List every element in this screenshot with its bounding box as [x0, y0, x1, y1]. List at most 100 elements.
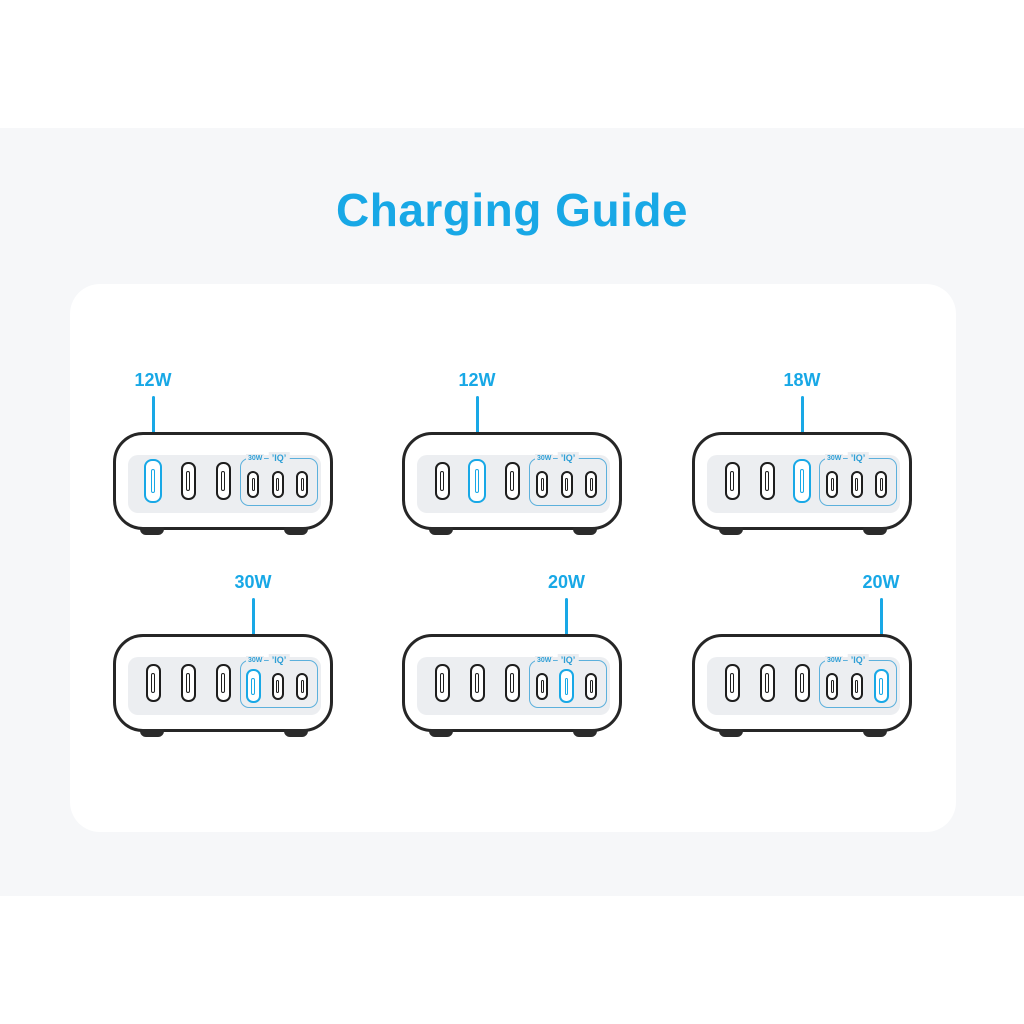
port-panel: 30W ’IQ’: [128, 452, 321, 513]
charger-foot: [719, 729, 743, 737]
usb-port: [759, 664, 775, 702]
port-slot: [730, 673, 734, 693]
port-slot: [855, 478, 858, 491]
port-slot: [540, 478, 544, 491]
port-slot: [251, 478, 255, 491]
port-slot: [799, 469, 805, 493]
group-max-watt-label: 30W: [825, 454, 844, 463]
port-slot: [879, 478, 883, 491]
usb-port-highlighted: [793, 459, 811, 503]
usb-port: [215, 462, 231, 500]
usb-port: [875, 471, 887, 498]
usb-port-highlighted: [468, 459, 486, 503]
charger-figure: 20W 30W ’IQ’: [402, 572, 622, 742]
poweriq-logo: ’IQ’: [557, 452, 579, 464]
port-slot: [589, 680, 593, 693]
port-slot: [510, 673, 514, 693]
charger-device: 30W ’IQ’: [113, 634, 333, 737]
port-slot: [510, 471, 514, 491]
port-slot: [800, 673, 804, 693]
port-slot: [855, 680, 858, 693]
port-slot: [150, 469, 156, 493]
port-slot: [221, 471, 225, 491]
usb-port-highlighted: [245, 669, 261, 703]
pointer-line: [800, 396, 804, 459]
port-slot: [765, 673, 769, 693]
usb-port: [215, 664, 231, 702]
usb-port: [724, 462, 740, 500]
wattage-label: 12W: [458, 370, 496, 390]
wattage-label: 20W: [862, 572, 900, 592]
group-max-watt-label: 30W: [246, 656, 265, 665]
port-slot: [221, 673, 225, 693]
pointer-line: [565, 598, 568, 669]
charger-foot: [284, 729, 308, 737]
port-panel: 30W ’IQ’: [417, 452, 610, 513]
port-slot: [540, 680, 544, 693]
charger-device: 30W ’IQ’: [692, 634, 912, 737]
usb-port: [536, 673, 548, 700]
poweriq-logo: ’IQ’: [847, 654, 869, 666]
port-panel: 30W ’IQ’: [417, 654, 610, 715]
charger-foot: [863, 527, 887, 535]
usb-port: [536, 471, 548, 498]
charger-figure: 12W 30W ’IQ’: [113, 370, 333, 540]
port-slot: [765, 471, 769, 491]
charger-foot: [573, 527, 597, 535]
port-slot: [589, 478, 593, 491]
usb-port: [504, 462, 520, 500]
port-panel: 30W ’IQ’: [128, 654, 321, 715]
usb-port: [180, 462, 196, 500]
page-title: Charging Guide: [336, 184, 688, 236]
usb-port: [180, 664, 196, 702]
port-slot: [830, 680, 834, 693]
charger-foot: [284, 527, 308, 535]
poweriq-group-box: 30W ’IQ’: [819, 452, 897, 506]
usb-port-highlighted: [144, 459, 162, 503]
charger-device: 30W ’IQ’: [402, 432, 622, 535]
poweriq-group-box: 30W ’IQ’: [240, 452, 318, 506]
usb-port: [759, 462, 775, 500]
usb-port: [585, 673, 597, 700]
usb-port: [585, 471, 597, 498]
port-slot: [474, 469, 480, 493]
charger-foot: [140, 527, 164, 535]
port-panel: 30W ’IQ’: [707, 452, 900, 513]
usb-port: [296, 673, 308, 700]
usb-port: [271, 471, 284, 498]
poweriq-logo: ’IQ’: [268, 654, 290, 666]
port-slot: [151, 673, 155, 693]
port-panel: 30W ’IQ’: [707, 654, 900, 715]
usb-port: [724, 664, 740, 702]
poweriq-logo: ’IQ’: [847, 452, 869, 464]
charger-foot: [719, 527, 743, 535]
charger-figure: 12W 30W ’IQ’: [402, 370, 622, 540]
pointer-line: [151, 396, 155, 459]
charger-foot: [140, 729, 164, 737]
group-max-watt-label: 30W: [535, 656, 554, 665]
usb-port: [560, 471, 573, 498]
usb-port: [826, 471, 838, 498]
port-slot: [186, 673, 190, 693]
charger-device: 30W ’IQ’: [402, 634, 622, 737]
usb-port: [145, 664, 161, 702]
charging-guide-card: 12W 30W ’IQ’ 12W 30W ’IQ’: [70, 284, 956, 832]
charger-foot: [573, 729, 597, 737]
wattage-label: 18W: [783, 370, 821, 390]
port-slot: [440, 471, 444, 491]
port-slot: [440, 673, 444, 693]
charger-device: 30W ’IQ’: [113, 432, 333, 535]
charger-foot: [429, 729, 453, 737]
poweriq-logo: ’IQ’: [557, 654, 579, 666]
poweriq-logo: ’IQ’: [268, 452, 290, 464]
usb-port-highlighted: [559, 669, 574, 703]
poweriq-group-box: 30W ’IQ’: [529, 654, 607, 708]
port-slot: [564, 677, 569, 695]
group-max-watt-label: 30W: [825, 656, 844, 665]
charger-foot: [429, 527, 453, 535]
poweriq-group-box: 30W ’IQ’: [240, 654, 318, 708]
usb-port: [850, 673, 863, 700]
poweriq-group-box: 30W ’IQ’: [819, 654, 897, 708]
port-slot: [879, 677, 883, 695]
usb-port: [434, 664, 450, 702]
